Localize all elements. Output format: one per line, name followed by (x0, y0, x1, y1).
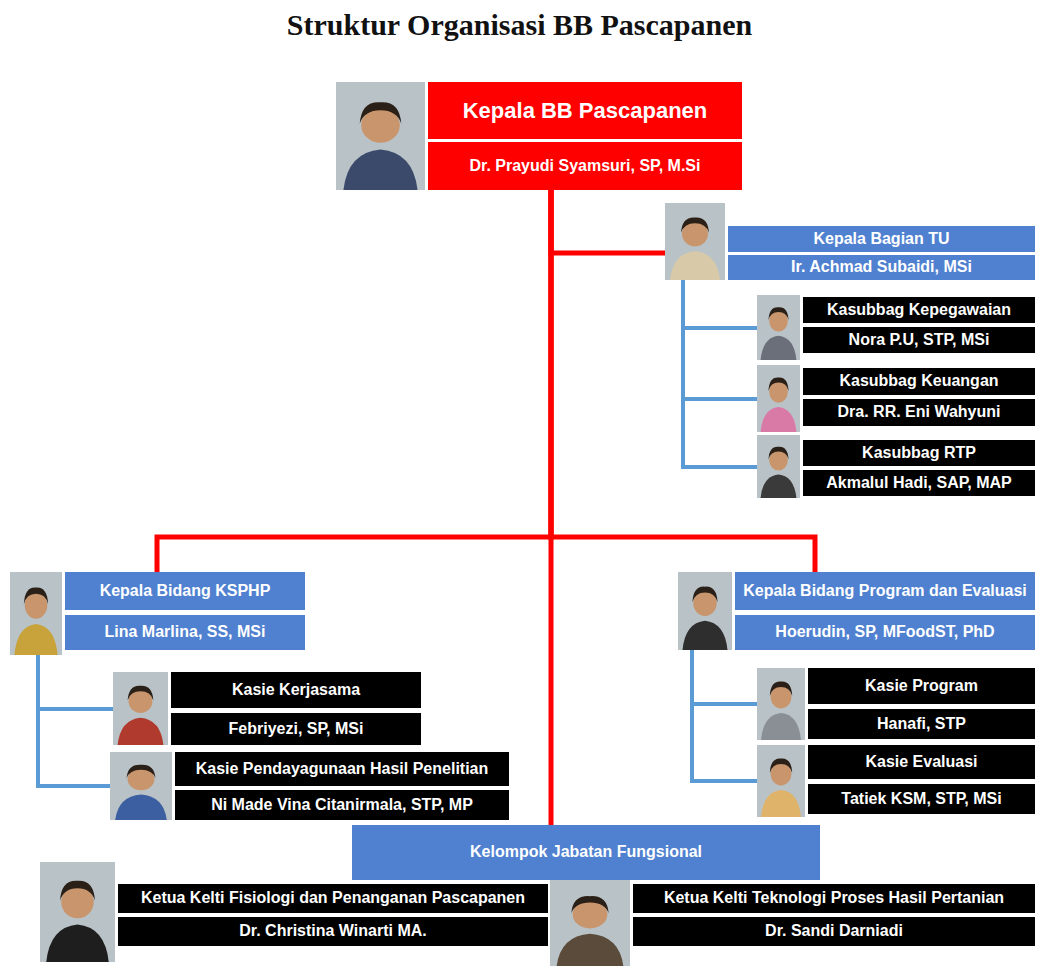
position-title: Kasie Kerjasama (171, 672, 421, 708)
text-column: Kepala Bidang KSPHP Lina Marlina, SS, MSi (65, 572, 305, 650)
position-title: Kepala Bagian TU (728, 226, 1035, 252)
connector-line (683, 280, 757, 467)
position-title: Kasubbag Keuangan (803, 368, 1035, 395)
connector-line (549, 190, 554, 825)
org-box: Kepala Bidang KSPHP Lina Marlina, SS, MSi (10, 572, 305, 655)
text-column: Kepala Bagian TU Ir. Achmad Subaidi, MSi (728, 226, 1035, 280)
person-name: Dra. RR. Eni Wahyuni (803, 399, 1035, 426)
connector-line (38, 655, 110, 786)
person-name: Dr. Christina Winarti MA. (118, 917, 548, 946)
portrait-photo (665, 203, 725, 280)
position-title: Kasie Pendayagunaan Hasil Penelitian (175, 752, 509, 786)
connector-line (683, 280, 757, 328)
portrait-photo (110, 752, 172, 820)
text-column: Ketua Kelti Teknologi Proses Hasil Perta… (633, 884, 1035, 946)
portrait-photo (757, 668, 805, 740)
text-column: Kasie ProgramHanafi, STP (808, 668, 1035, 739)
text-column: Kasubbag RTP Akmalul Hadi, SAP, MAP (803, 440, 1035, 496)
text-column: Ketua Kelti Fisiologi dan Penanganan Pas… (118, 884, 548, 946)
portrait-photo (550, 880, 630, 966)
person-name: Febriyezi, SP, MSi (171, 713, 421, 745)
org-box: Ketua Kelti Fisiologi dan Penanganan Pas… (40, 862, 548, 962)
connector-line (157, 190, 551, 572)
portrait-photo (336, 82, 425, 190)
person-name: Dr. Sandi Darniadi (633, 917, 1035, 946)
org-box: Kepala Bagian TU Ir. Achmad Subaidi, MSi (665, 203, 1035, 280)
portrait-photo (40, 862, 115, 962)
person-name: Hoerudin, SP, MFoodST, PhD (735, 615, 1035, 650)
connector-line (683, 280, 757, 399)
portrait-photo (113, 672, 168, 745)
org-box: Ketua Kelti Teknologi Proses Hasil Perta… (550, 880, 1035, 966)
text-column: Kasubbag KeuanganDra. RR. Eni Wahyuni (803, 368, 1035, 426)
text-column: Kasie EvaluasiTatiek KSM, STP, MSi (808, 745, 1035, 814)
portrait-photo (757, 745, 805, 817)
position-title: Ketua Kelti Teknologi Proses Hasil Perta… (633, 884, 1035, 913)
org-box: Kasie EvaluasiTatiek KSM, STP, MSi (757, 745, 1035, 817)
position-title: Kasubbag RTP (803, 440, 1035, 466)
position-title: Kelompok Jabatan Fungsional (352, 825, 820, 880)
portrait-photo (757, 295, 800, 360)
person-name: Ir. Achmad Subaidi, MSi (728, 255, 1035, 280)
org-box: Kepala Bidang Program dan EvaluasiHoerud… (678, 572, 1035, 650)
org-box: Kasubbag KeuanganDra. RR. Eni Wahyuni (757, 365, 1035, 432)
org-box: Kasie Pendayagunaan Hasil Penelitian Ni M… (110, 752, 509, 820)
position-title: Kepala Bidang KSPHP (65, 572, 305, 610)
org-box: Kasie ProgramHanafi, STP (757, 668, 1035, 740)
person-name: Nora P.U, STP, MSi (803, 327, 1035, 353)
text-column: Kepala Bidang Program dan EvaluasiHoerud… (735, 572, 1035, 650)
position-title: Kasie Program (808, 668, 1035, 704)
org-box: Kepala BB PascapanenDr. Prayudi Syamsuri… (336, 82, 742, 190)
org-box: Kelompok Jabatan Fungsional (352, 825, 820, 880)
portrait-photo (757, 435, 800, 498)
org-box: Kasie KerjasamaFebriyezi, SP, MSi (113, 672, 421, 745)
org-box: Kasubbag KepegawaianNora P.U, STP, MSi (757, 295, 1035, 360)
position-title: Kepala Bidang Program dan Evaluasi (735, 572, 1035, 610)
portrait-photo (678, 572, 732, 650)
position-title: Kepala BB Pascapanen (428, 82, 742, 139)
text-column: Kasie KerjasamaFebriyezi, SP, MSi (171, 672, 421, 745)
person-name: Ni Made Vina Citanirmala, STP, MP (175, 790, 509, 820)
person-name: Akmalul Hadi, SAP, MAP (803, 470, 1035, 496)
text-column: Kasubbag KepegawaianNora P.U, STP, MSi (803, 297, 1035, 353)
connector-line (551, 190, 665, 253)
chart-title: Struktur Organisasi BB Pascapanen (0, 8, 1039, 42)
position-title: Kasubbag Kepegawaian (803, 297, 1035, 323)
org-box: Kasubbag RTP Akmalul Hadi, SAP, MAP (757, 435, 1035, 498)
person-name: Lina Marlina, SS, MSi (65, 615, 305, 650)
text-column: Kelompok Jabatan Fungsional (352, 825, 820, 880)
text-column: Kepala BB PascapanenDr. Prayudi Syamsuri… (428, 82, 742, 190)
text-column: Kasie Pendayagunaan Hasil Penelitian Ni M… (175, 752, 509, 820)
position-title: Kasie Evaluasi (808, 745, 1035, 779)
person-name: Tatiek KSM, STP, MSi (808, 784, 1035, 814)
portrait-photo (10, 572, 62, 655)
connector-line (692, 650, 757, 704)
portrait-photo (757, 365, 800, 432)
connector-line (38, 655, 113, 709)
person-name: Dr. Prayudi Syamsuri, SP, M.Si (428, 142, 742, 190)
person-name: Hanafi, STP (808, 709, 1035, 739)
position-title: Ketua Kelti Fisiologi dan Penanganan Pas… (118, 884, 548, 913)
connector-line (692, 650, 757, 781)
